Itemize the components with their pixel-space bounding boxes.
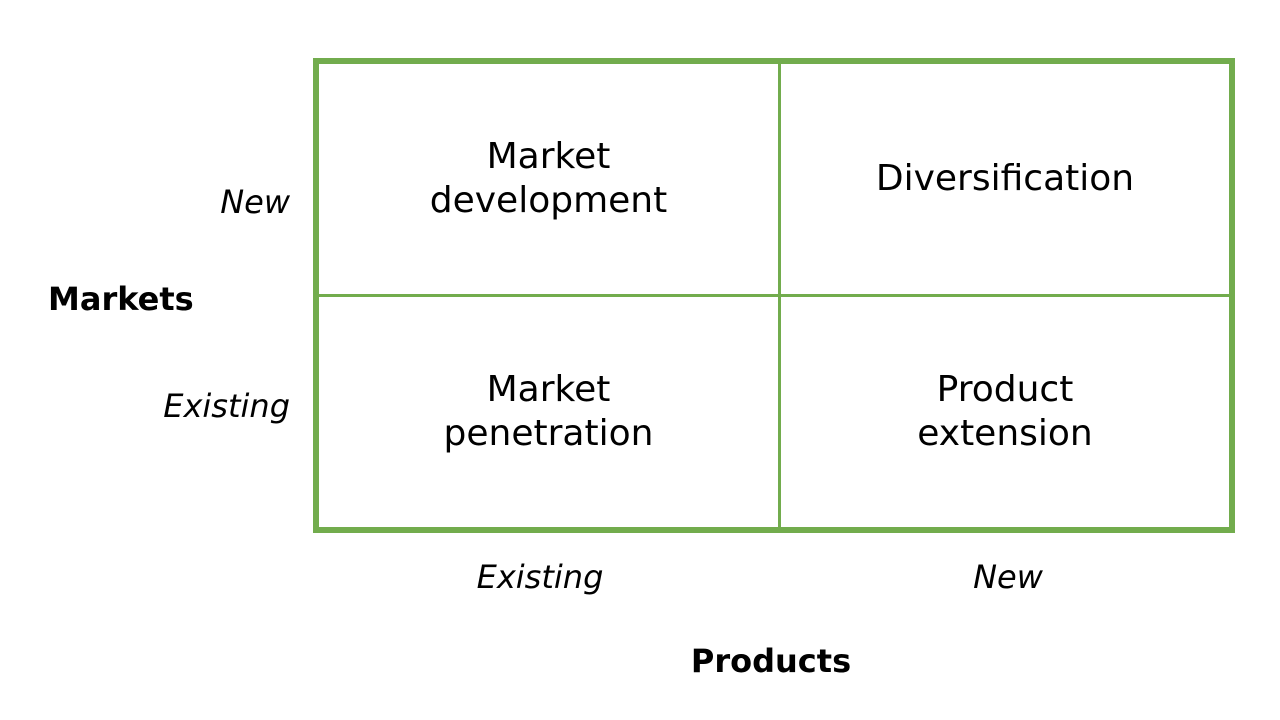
ansoff-matrix: Market development Diversification Marke…	[313, 58, 1235, 533]
quadrant-market-development[interactable]: Market development	[429, 136, 668, 221]
x-axis-title: Products	[690, 642, 852, 680]
y-axis-tick-existing: Existing	[163, 387, 290, 425]
y-axis-tick-new: New	[220, 183, 290, 221]
matrix-horizontal-divider	[319, 294, 1229, 297]
y-axis-title: Markets	[48, 280, 194, 318]
x-axis-tick-existing: Existing	[476, 558, 604, 596]
quadrant-diversification[interactable]: Diversification	[875, 158, 1135, 200]
quadrant-market-penetration[interactable]: Market penetration	[443, 369, 654, 454]
x-axis-tick-new: New	[973, 558, 1043, 596]
quadrant-product-extension[interactable]: Product extension	[917, 369, 1093, 454]
